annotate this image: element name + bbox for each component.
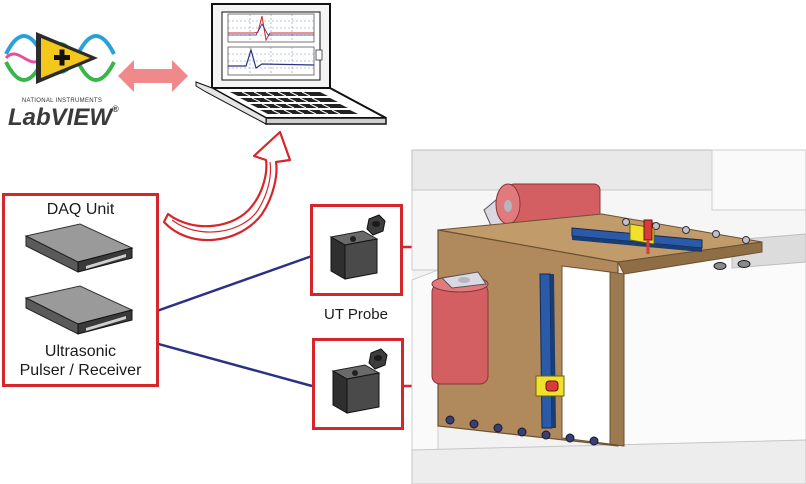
labview-company-line: NATIONAL INSTRUMENTS — [21, 98, 103, 104]
bidirectional-arrow-icon — [118, 60, 188, 92]
side-cylinder-body — [431, 283, 489, 385]
laptop-computer-icon — [195, 3, 387, 125]
main-bracket-side — [617, 241, 763, 275]
labview-logo: NATIONAL INSTRUMENTS LabVIEW® — [4, 24, 119, 131]
ut-probe-icon — [331, 348, 388, 414]
daq-unit-label: DAQ Unit — [46, 201, 115, 218]
ut-probe-label: UT Probe — [324, 306, 388, 323]
labview-logo-graphic — [4, 32, 116, 84]
test-rig-rendering — [411, 149, 806, 484]
labview-product-text: LabVIEW — [8, 104, 113, 131]
pulser-receiver-label-line1: Ultrasonic — [44, 343, 117, 360]
pulser-receiver-label-line2: Pulser / Receiver — [19, 362, 142, 379]
lower-ut-probe-box — [312, 338, 404, 430]
ut-probe-icon — [329, 214, 386, 280]
labview-product-name: LabVIEW® — [8, 104, 119, 132]
daq-unit-device-icon — [24, 223, 134, 273]
curved-arrow-icon — [162, 130, 292, 242]
labview-trademark: ® — [112, 104, 119, 114]
vertical-rail — [539, 273, 553, 429]
pulser-receiver-device-icon — [24, 285, 134, 335]
upper-ut-probe-box — [310, 204, 403, 296]
